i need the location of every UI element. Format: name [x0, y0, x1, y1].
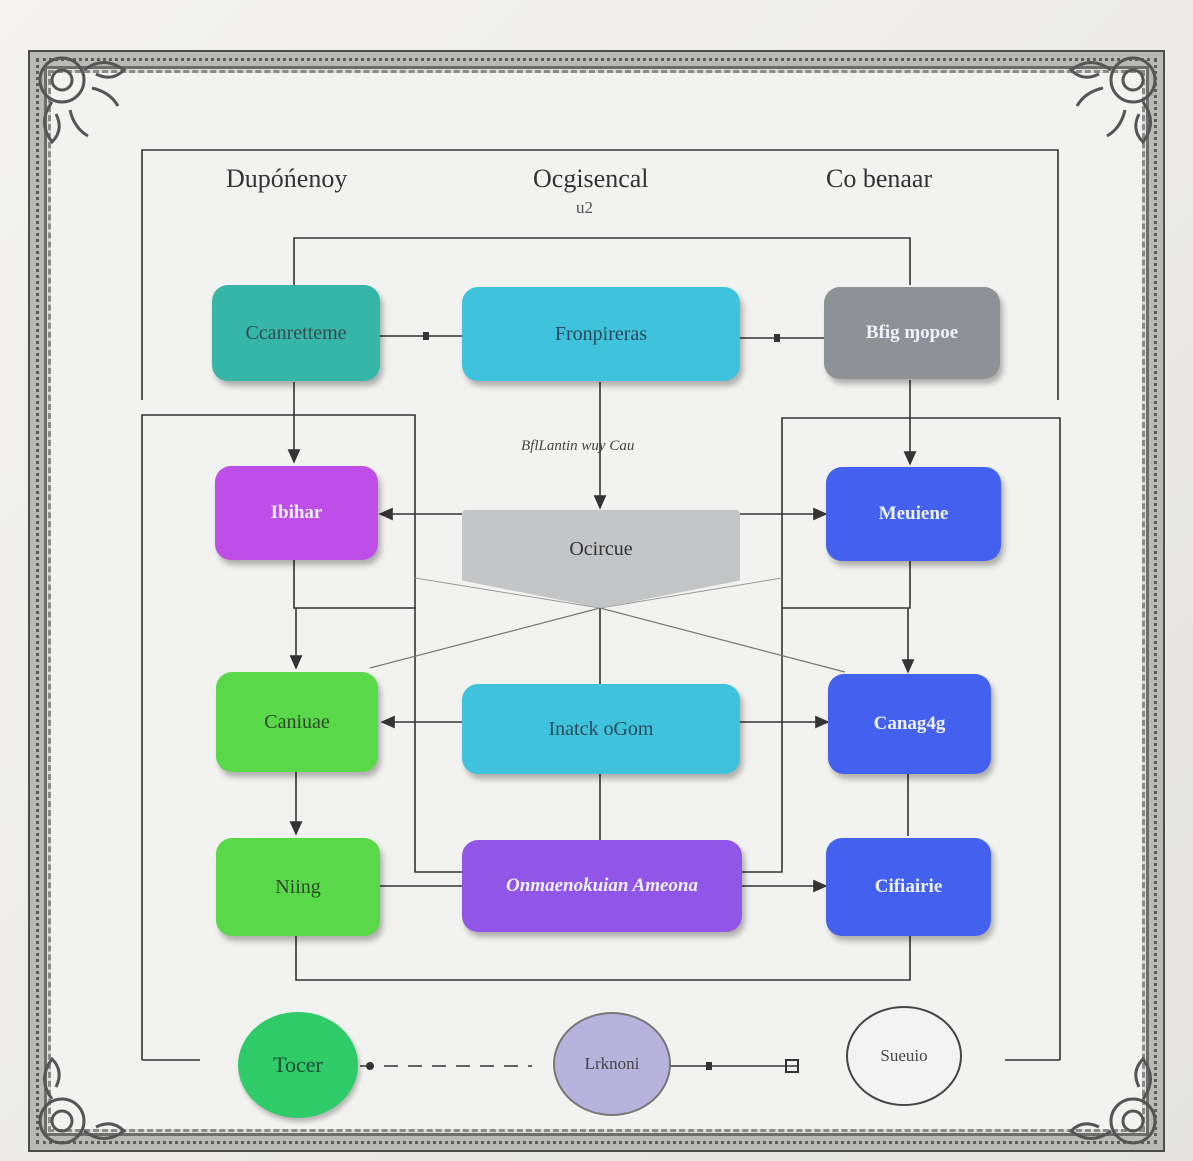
node-row2-left-label: Ibihar — [270, 502, 323, 523]
node-row3-center-label: Inatck oGom — [548, 717, 654, 740]
node-top-right-label: Bfig ɱopoe — [865, 322, 959, 343]
heading-right: Co benaar — [826, 164, 933, 193]
node-row4-left[interactable]: Niing — [216, 838, 380, 936]
node-row3-right[interactable]: Canag4g — [828, 674, 991, 774]
circle-center-label: Lrknoni — [584, 1054, 640, 1073]
node-row4-right[interactable]: Cifiairie — [826, 838, 991, 936]
corner-ornament-top-right — [1068, 56, 1157, 145]
heading-center: Ocgisencal — [533, 164, 649, 193]
node-row2-right[interactable]: Meuiene — [826, 467, 1001, 561]
node-row3-center[interactable]: Inatck oGom — [462, 684, 740, 774]
corner-ornament-bottom-left — [38, 1056, 127, 1145]
circle-right[interactable]: Sueuio — [846, 1006, 962, 1106]
bracket-right — [1000, 417, 1061, 1060]
circle-left[interactable]: Tocer — [238, 1012, 358, 1118]
node-top-left[interactable]: Ccanretteme — [212, 285, 380, 381]
edge-label-center: BflLantin wuy Cau — [521, 438, 635, 454]
circle-left-label: Tocer — [273, 1052, 323, 1077]
node-row2-right-label: Meuiene — [878, 503, 949, 524]
node-row4-center[interactable]: Onmaenokuian Ameona — [462, 840, 742, 932]
node-row3-right-label: Canag4g — [873, 713, 946, 734]
circle-center[interactable]: Lrknoni — [553, 1012, 671, 1116]
frame-inner-pattern — [36, 58, 1157, 1144]
node-row2-center-label: Ocircue — [569, 537, 633, 560]
circle-right-label: Sueuio — [880, 1046, 928, 1065]
node-row3-left-label: Caniuae — [264, 710, 330, 733]
heading-center-subtitle: u2 — [576, 198, 593, 217]
top-loop — [293, 237, 911, 285]
node-top-center-label: Fronpireras — [554, 322, 648, 345]
heading-left: Dupóńenoy — [226, 164, 348, 193]
node-top-center[interactable]: Fronpireras — [462, 287, 740, 381]
node-top-left-label: Ccanretteme — [245, 321, 347, 344]
node-row4-right-label: Cifiairie — [874, 876, 943, 897]
frame-inner-line — [48, 70, 1145, 1132]
corner-ornament-bottom-right — [1068, 1056, 1157, 1145]
node-row3-left[interactable]: Caniuae — [216, 672, 378, 772]
node-top-right[interactable]: Bfig ɱopoe — [824, 287, 1000, 379]
node-row4-center-label: Onmaenokuian Ameona — [506, 875, 698, 896]
corner-ornament-top-left — [38, 56, 127, 145]
node-row2-left[interactable]: Ibihar — [215, 466, 378, 560]
node-row4-left-label: Niing — [275, 875, 321, 898]
outer-bracket-top — [141, 149, 1059, 400]
bracket-left — [141, 414, 200, 1060]
